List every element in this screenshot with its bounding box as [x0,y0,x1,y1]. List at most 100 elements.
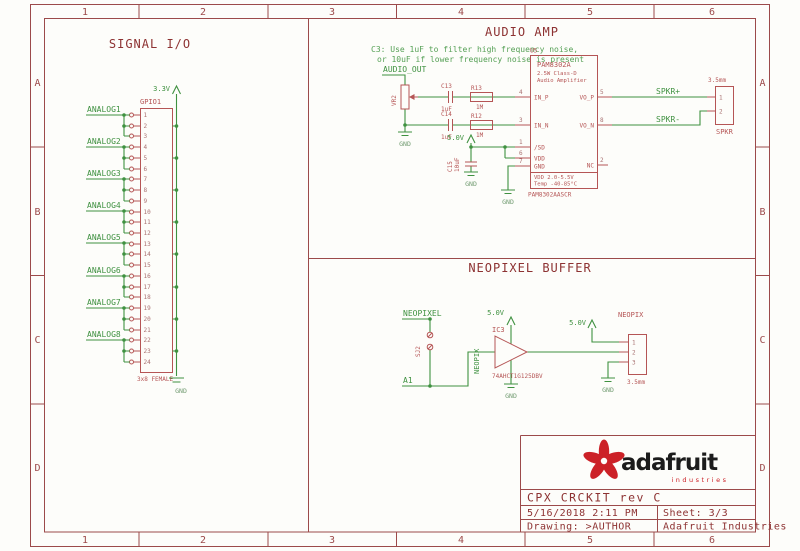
svg-text:7: 7 [144,176,148,183]
pin-name: /SD [534,145,545,152]
svg-text:3: 3 [144,133,148,140]
net-label-audio-out: AUDIO_OUT [383,65,427,74]
svg-text:5: 5 [144,155,148,162]
supply-5v-arrow-icon [466,133,476,144]
net-label-spkr-plus: SPKR+ [656,87,680,96]
gpio1-connector-body [140,108,173,373]
svg-text:6: 6 [144,166,148,173]
svg-text:ANALOG1: ANALOG1 [87,105,121,114]
gnd-symbol-icon [169,377,184,383]
ic3-refdes: IC3 [492,326,505,334]
c15-value: 10uF [454,157,461,172]
neopix-conn-name: NEOPIX [618,311,644,319]
frame-col-label: 4 [458,7,464,18]
resistor-r12: R12 1M [470,113,493,139]
gpio1-pin-stubs [133,114,141,363]
gnd-label: GND [465,180,477,188]
frame-row-label: A [759,78,765,89]
frame-col-label: 1 [82,535,88,546]
audio-note-line1: C3: Use 1uF to filter high frequency noi… [371,45,578,54]
svg-text:14: 14 [144,251,152,258]
frame-col-label: 3 [329,7,335,18]
pin-number: 1 [519,139,523,146]
section-title-neopixel: NEOPIXEL BUFFER [468,261,591,275]
sj2-refdes: SJ2 [415,346,422,357]
c15-refdes: C15 [447,161,454,172]
capacitor-c14: C14 1uF [441,111,453,141]
frame-col-label: 6 [709,7,715,18]
title-block: adafruit industries CPX CRCKIT rev C 5/1… [520,435,787,533]
r12-refdes: R12 [471,113,482,120]
ic-value: PAM8302AASCR [528,192,572,199]
c14-value: 1uF [441,134,452,141]
svg-text:ANALOG4: ANALOG4 [87,201,121,210]
svg-text:ANALOG5: ANALOG5 [87,233,121,242]
frame-col-label: 3 [329,535,335,546]
drawing-frame: 1 2 3 4 5 6 1 2 3 4 5 6 A B C D A B C D [30,4,770,547]
svg-text:18: 18 [144,294,152,301]
ic-spec1: VDD 2.0-5.5V [534,175,574,181]
supply-3v3-arrow-icon [172,84,181,102]
frame-ticks [30,4,770,547]
gnd-symbol-icon [398,131,412,137]
pin-name: IN_N [534,123,549,130]
net-label-neopixel: NEOPIXEL [403,309,442,318]
svg-text:23: 23 [144,348,152,355]
c14-refdes: C14 [441,111,452,118]
svg-text:15: 15 [144,262,152,269]
svg-text:13: 13 [144,241,152,248]
r13-refdes: R13 [471,85,482,92]
frame-row-label: B [759,207,765,218]
gnd-symbol-icon [501,189,515,195]
titleblock-sheet: Sheet: 3/3 [663,508,728,519]
svg-text:20: 20 [144,316,152,323]
pin-number: 6 [519,150,523,157]
pin-number: 1 [632,340,636,347]
svg-text:10: 10 [144,209,152,216]
titleblock-company: Adafruit Industries [663,522,787,533]
section-dividers [308,18,756,532]
c13-refdes: C13 [441,83,452,90]
svg-text:17: 17 [144,284,152,291]
pin-number: 1 [719,95,723,102]
title-block-borders [520,435,756,532]
svg-text:9: 9 [144,198,148,205]
audio-junction-dots [403,123,507,149]
frame-row-label: B [34,207,40,218]
neopixel-junction-dots [428,317,432,388]
pin-name: NC [587,163,595,170]
capacitor-c15: C15 10uF [447,157,477,172]
pin-name: VDD [534,156,545,163]
power-rail-dots [174,124,179,353]
frame-col-label: 5 [587,535,593,546]
section-title-audio-amp: AUDIO AMP [485,25,559,39]
vr2-refdes: VR2 [391,95,398,106]
net-label-spkr-minus: SPKR- [656,115,680,124]
svg-text:24: 24 [144,359,152,366]
frame-col-label: 6 [709,535,715,546]
potentiometer-vr2: VR2 [391,84,418,110]
gpio1-pin-circles [129,112,134,365]
svg-text:ANALOG8: ANALOG8 [87,330,121,339]
u5-refdes: U5 [530,48,538,55]
svg-text:ANALOG3: ANALOG3 [87,169,121,178]
pin-number: 5 [600,89,604,96]
pin-number: 4 [519,89,523,96]
gnd-label: GND [175,387,187,395]
capacitor-c13: C13 1uF [441,83,453,113]
logo-wordmark: adafruit [621,450,718,476]
svg-text:16: 16 [144,273,152,280]
supply-5v-arrow-icon [506,315,516,326]
svg-text:22: 22 [144,337,152,344]
adafruit-logo: adafruit industries [583,439,726,484]
frame-col-label: 5 [587,7,593,18]
svg-text:8: 8 [144,187,148,194]
r13-value: 1M [476,104,484,111]
c13-value: 1uF [441,106,452,113]
section-title-signal-io: SIGNAL I/O [109,37,191,51]
adafruit-flower-icon [583,439,625,479]
supply-3v3-label: 3.3V [153,85,171,93]
signal-io-section: SIGNAL I/O GPIO1 3x8 FEMALE 1 2 3 4 5 6 … [86,37,191,395]
spkr-conn-label: 3.5mm [708,77,726,84]
